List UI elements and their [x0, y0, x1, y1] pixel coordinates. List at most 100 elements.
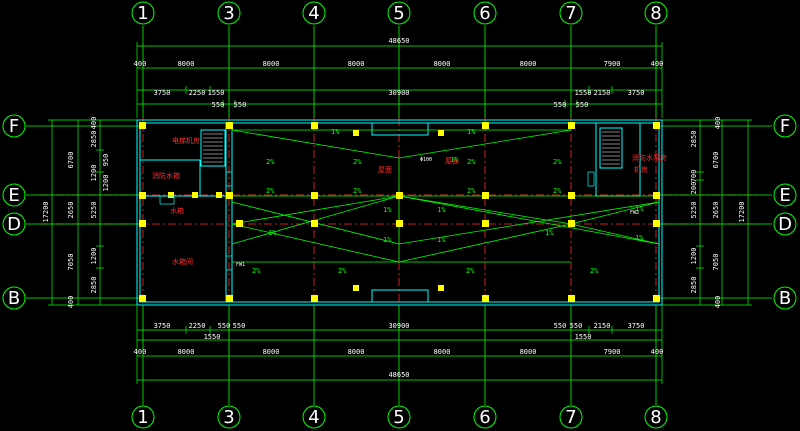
- tag-fw2: FW2: [630, 210, 639, 216]
- dim-bottom-r2: 8000: [263, 348, 280, 356]
- dim-bottom-r4: 1550: [204, 333, 221, 341]
- column: [139, 295, 146, 302]
- dim-left-r2: 7050: [67, 254, 75, 271]
- column: [311, 192, 318, 199]
- axis-centerlines: [40, 118, 760, 306]
- dim-left-r2: 2650: [67, 202, 75, 219]
- column: [139, 122, 146, 129]
- axis-label-F-right: F: [780, 116, 790, 137]
- slope-label: 1%: [268, 229, 277, 237]
- axis-label-3-bottom: 3: [223, 407, 234, 428]
- dim-left-r3: 1200: [90, 248, 98, 265]
- slope-label: 1%: [450, 156, 459, 164]
- slope-label: 2%: [252, 267, 261, 275]
- room-label-elevator-machine: 电梯机房: [172, 136, 200, 145]
- axis-label-F-left: F: [9, 116, 19, 137]
- dim-right-r3: 400: [714, 296, 722, 309]
- axis-label-D-left: D: [7, 214, 21, 235]
- axis-label-6-top: 6: [479, 3, 490, 24]
- column: [568, 220, 575, 227]
- axis-label-5-bottom: 5: [393, 407, 404, 428]
- slope-label: 1%: [383, 206, 392, 214]
- axis-bubbles-horizontal: [2, 114, 797, 310]
- dim-top-r2: 8000: [263, 60, 280, 68]
- door-marks: [159, 171, 595, 271]
- dim-top-r2: 8000: [434, 60, 451, 68]
- axis-label-1-bottom: 1: [137, 407, 148, 428]
- dim-top-r4: 550: [554, 101, 567, 109]
- column: [353, 285, 359, 291]
- slope-label: 1%: [635, 234, 644, 242]
- dim-right-r2: 6700: [712, 152, 720, 169]
- dim-right-r3: 400: [714, 117, 722, 130]
- slope-label: 2%: [266, 158, 275, 166]
- dimension-lines-right: [660, 119, 752, 306]
- column: [653, 122, 660, 129]
- dim-bottom-r2: 400: [134, 348, 147, 356]
- column: [168, 192, 174, 198]
- slope-label: 2%: [467, 158, 476, 166]
- column: [653, 220, 660, 227]
- dim-total-right: 17200: [738, 201, 746, 222]
- slope-label: 2%: [353, 187, 362, 195]
- dim-bottom-r3: 550: [554, 322, 567, 330]
- axis-bubbles-vertical: [131, 1, 668, 429]
- column: [482, 122, 489, 129]
- slope-label: 2%: [353, 158, 362, 166]
- column: [482, 220, 489, 227]
- column: [353, 130, 359, 136]
- dim-bottom-r3: 2250: [189, 322, 206, 330]
- dim-right-r2: 2650: [712, 202, 720, 219]
- dim-total-bottom: 48650: [388, 371, 409, 379]
- axis-label-7-bottom: 7: [565, 407, 576, 428]
- dim-bottom-r2: 7900: [604, 348, 621, 356]
- dim-top-r3: 2150: [594, 89, 611, 97]
- axis-label-8-top: 8: [650, 3, 661, 24]
- slope-label: 1%: [437, 236, 446, 244]
- dim-left-r3: 950: [102, 154, 110, 167]
- column: [568, 295, 575, 302]
- dim-top-r3: 3750: [628, 89, 645, 97]
- dim-top-r3: 30900: [388, 89, 409, 97]
- axis-label-4-top: 4: [308, 3, 319, 24]
- dim-top-r4: 550: [234, 101, 247, 109]
- column: [482, 192, 489, 199]
- dim-top-r2: 400: [134, 60, 147, 68]
- column: [139, 220, 146, 227]
- axis-gridlines: [26, 26, 772, 405]
- room-label-tank-room: 水箱间: [172, 257, 193, 266]
- dimension-lines-bottom: [136, 306, 663, 384]
- column: [438, 285, 444, 291]
- axis-label-B-left: B: [8, 288, 20, 309]
- slope-label: 1%: [383, 236, 392, 244]
- slope-label: 2%: [466, 267, 475, 275]
- room-label-roof: 屋面: [378, 166, 392, 174]
- column: [438, 130, 444, 136]
- column: [482, 295, 489, 302]
- dim-left-r3: 2850: [90, 131, 98, 148]
- column: [396, 220, 403, 227]
- dim-left-r3: 5250: [90, 202, 98, 219]
- room-label-tank: 水箱: [170, 206, 184, 215]
- column: [311, 122, 318, 129]
- dim-bottom-r2: 8000: [434, 348, 451, 356]
- dim-left-r3: 400: [90, 117, 98, 130]
- slope-labels: 1% 1% 1% 1% 1% 1% 1% 1% 1% 1% 1% 2% 2% 2…: [252, 128, 644, 275]
- axis-label-8-bottom: 8: [650, 407, 661, 428]
- slope-label: 1%: [331, 128, 340, 136]
- slope-label: 1%: [467, 128, 476, 136]
- dim-top-r3: 2250: [189, 89, 206, 97]
- column: [216, 192, 222, 198]
- dim-top-r2: 8000: [178, 60, 195, 68]
- dim-right-r3: 2850: [690, 277, 698, 294]
- dim-right-r3: 2850: [690, 131, 698, 148]
- slope-label: 2%: [467, 187, 476, 195]
- dimension-lines-top: [136, 42, 663, 118]
- dim-top-r2: 8000: [520, 60, 537, 68]
- dim-left-r3: 1200: [102, 175, 110, 192]
- axis-label-D-right: D: [778, 214, 792, 235]
- slope-label: 2%: [553, 187, 562, 195]
- dim-right-r3: 700: [690, 170, 698, 183]
- slope-label: 1%: [437, 206, 446, 214]
- column: [653, 295, 660, 302]
